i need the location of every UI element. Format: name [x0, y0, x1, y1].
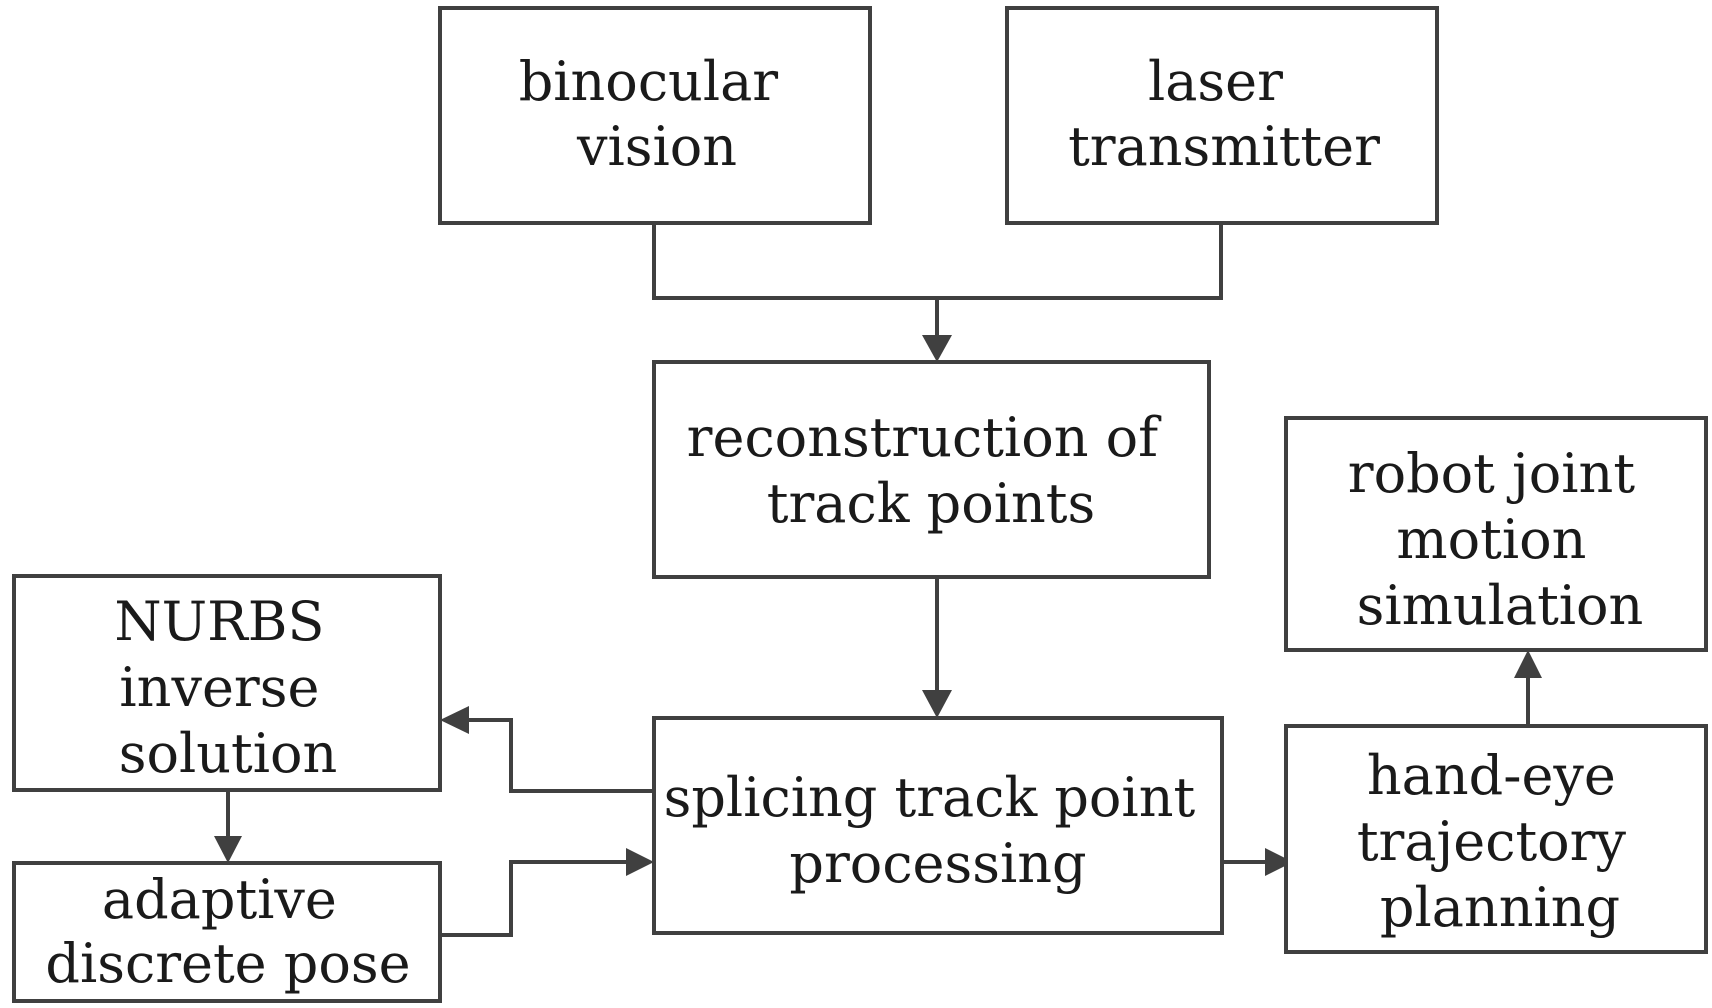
node-label: splicing track point processing [664, 766, 1213, 895]
node-label: binocular vision [519, 50, 796, 178]
node-nurbs: NURBS inverse solution [12, 574, 442, 792]
arrowhead-into-robot [1514, 650, 1542, 678]
arrowhead-into-adaptive [214, 836, 242, 863]
node-splicing: splicing track point processing [652, 716, 1224, 935]
node-box [1284, 416, 1708, 652]
label-line: reconstruction of [687, 406, 1162, 469]
node-label: NURBS inverse solution [114, 590, 341, 785]
connectors [214, 225, 1542, 937]
label-line: planning [1380, 876, 1620, 939]
node-handeye: hand-eye trajectory planning [1284, 724, 1708, 954]
label-line: track points [767, 472, 1095, 535]
label-line: trajectory [1357, 810, 1627, 873]
label-line: inverse [119, 656, 319, 719]
node-box [438, 6, 872, 225]
label-line: robot joint [1348, 442, 1636, 505]
node-box [652, 716, 1224, 935]
edge-adaptive-to-splicing [440, 860, 627, 937]
arrowhead-into-reconstruction [922, 335, 952, 362]
node-label: laser transmitter [1068, 50, 1380, 178]
label-line: NURBS [114, 590, 324, 653]
node-label: reconstruction of track points [687, 406, 1176, 535]
node-adaptive: adaptive discrete pose [12, 861, 442, 1003]
label-line: simulation [1357, 574, 1644, 637]
arrowhead-into-handeye [1265, 848, 1293, 876]
label-line: vision [576, 115, 737, 178]
label-line: transmitter [1068, 115, 1380, 178]
node-box [1005, 6, 1439, 225]
label-line: discrete pose [45, 932, 410, 995]
edge-laser-to-merge [937, 225, 1223, 300]
node-binocular: binocular vision [438, 6, 872, 225]
node-label: adaptive discrete pose [45, 868, 410, 995]
label-line: laser [1148, 50, 1283, 113]
label-line: solution [119, 722, 338, 785]
label-line: adaptive [102, 868, 337, 931]
label-line: splicing track point [664, 766, 1196, 829]
label-line: binocular [519, 50, 779, 113]
arrowhead-into-nurbs [440, 706, 469, 734]
node-box [1284, 724, 1708, 954]
node-robot: robot joint motion simulation [1284, 416, 1708, 652]
label-line: processing [789, 832, 1086, 895]
label-line: hand-eye [1367, 744, 1616, 807]
node-box [12, 861, 442, 1003]
node-reconstruction: reconstruction of track points [652, 360, 1211, 579]
arrowhead-into-splicing-left [626, 848, 654, 876]
node-box [12, 574, 442, 792]
edge-binocular-to-merge [652, 225, 937, 300]
node-box [652, 360, 1211, 579]
node-label: hand-eye trajectory planning [1357, 744, 1643, 939]
node-label: robot joint motion simulation [1348, 442, 1652, 637]
label-line: motion [1396, 508, 1586, 571]
edge-splicing-to-nurbs [468, 718, 654, 793]
node-laser: laser transmitter [1005, 6, 1439, 225]
arrowhead-into-splicing-top [922, 690, 952, 718]
